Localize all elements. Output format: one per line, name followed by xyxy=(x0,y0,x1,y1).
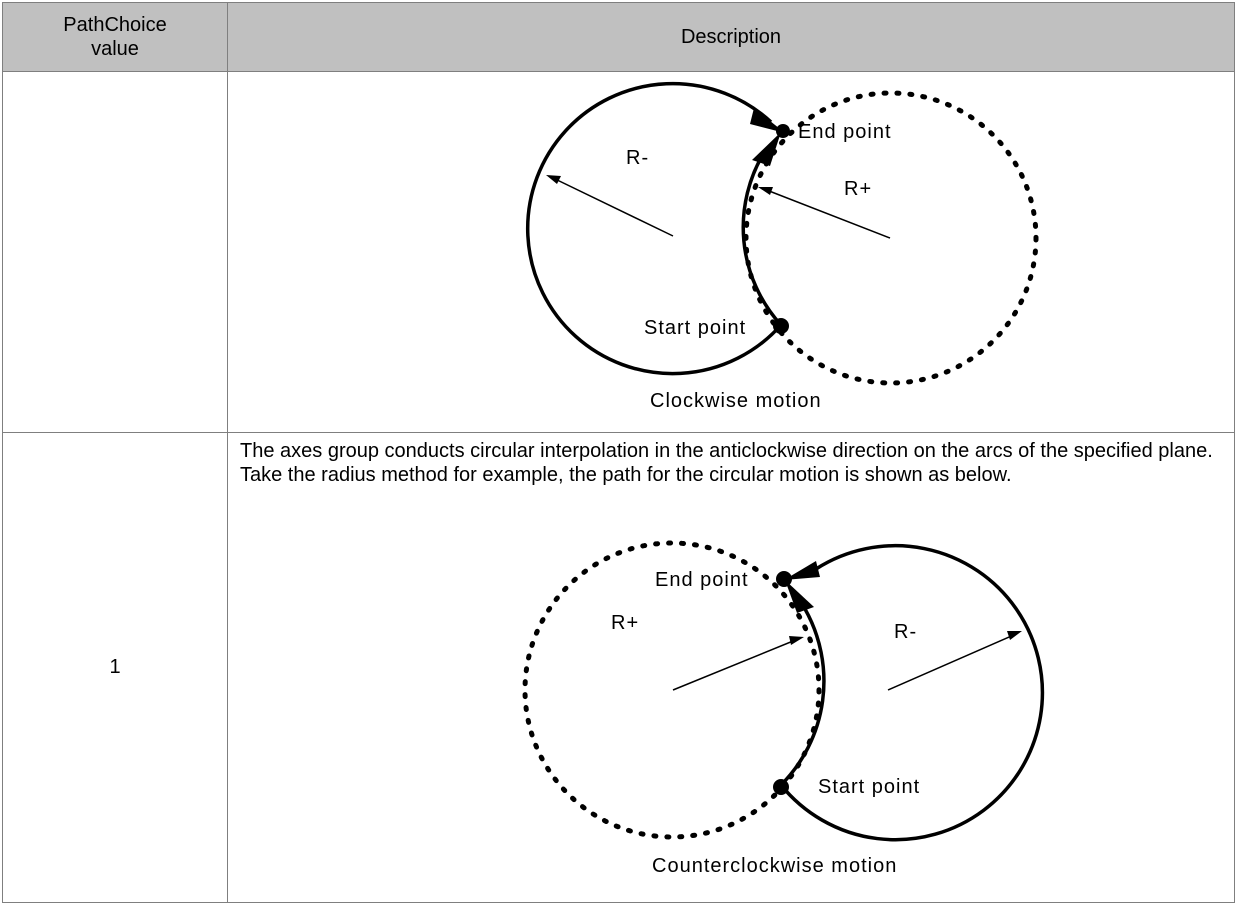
arrowhead-r-plus xyxy=(758,187,773,195)
clockwise-motion-diagram: End point R- R+ Start point Clockwise mo… xyxy=(525,81,1039,412)
end-point-label: End point xyxy=(655,569,749,591)
arrowhead-end-large-arc xyxy=(750,108,785,133)
row-value-cell: 1 xyxy=(2,432,228,903)
end-point-dot xyxy=(776,124,790,138)
counterclockwise-caption: Counterclockwise motion xyxy=(652,855,897,877)
radius-arrow-r-minus xyxy=(887,633,1017,691)
header-pathchoice-value: PathChoice value xyxy=(2,2,228,72)
radius-arrow-r-plus xyxy=(672,638,799,691)
radius-arrow-r-minus xyxy=(550,176,674,237)
end-point-label: End point xyxy=(798,121,892,143)
counterclockwise-motion-diagram: End point R+ R- Start point Counterclock… xyxy=(522,540,1045,877)
r-minus-label: R- xyxy=(894,621,917,643)
row-description-cell: End point R- R+ Start point Clockwise mo… xyxy=(227,71,1235,433)
table-row: End point R- R+ Start point Clockwise mo… xyxy=(2,71,1235,433)
table-row: 1 The axes group conducts circular inter… xyxy=(2,432,1235,903)
row-value-cell xyxy=(2,71,228,433)
solid-arc-r-minus xyxy=(779,543,1045,842)
end-point-dot xyxy=(776,571,792,587)
r-plus-label: R+ xyxy=(611,612,639,634)
arrowhead-r-plus xyxy=(789,636,804,645)
start-point-label: Start point xyxy=(644,317,746,339)
arrowhead-r-minus xyxy=(1007,631,1022,640)
arrowhead-end-inner-arc xyxy=(752,132,781,166)
header-description: Description xyxy=(227,2,1235,72)
start-point-dot xyxy=(773,779,789,795)
description-text: The axes group conducts circular interpo… xyxy=(240,440,1213,486)
solid-arc-inner xyxy=(741,150,783,327)
dotted-circle-r-plus xyxy=(522,540,822,840)
arrowhead-r-minus xyxy=(546,175,561,184)
solid-arc-r-minus xyxy=(525,81,783,376)
header-pathchoice-value-text: PathChoice value xyxy=(63,14,167,60)
table-header-row: PathChoice value Description xyxy=(2,2,1235,72)
arrowhead-end-inner-arc xyxy=(785,580,814,613)
dotted-circle-r-plus xyxy=(743,90,1039,386)
radius-arrow-r-plus xyxy=(763,188,891,239)
r-plus-label: R+ xyxy=(844,178,872,200)
solid-arc-inner xyxy=(779,608,826,787)
row-description-cell: The axes group conducts circular interpo… xyxy=(227,432,1235,903)
arrowhead-end-large-arc xyxy=(784,561,820,580)
clockwise-caption: Clockwise motion xyxy=(650,390,822,412)
start-point-dot xyxy=(773,318,789,334)
r-minus-label: R- xyxy=(626,147,649,169)
start-point-label: Start point xyxy=(818,776,920,798)
